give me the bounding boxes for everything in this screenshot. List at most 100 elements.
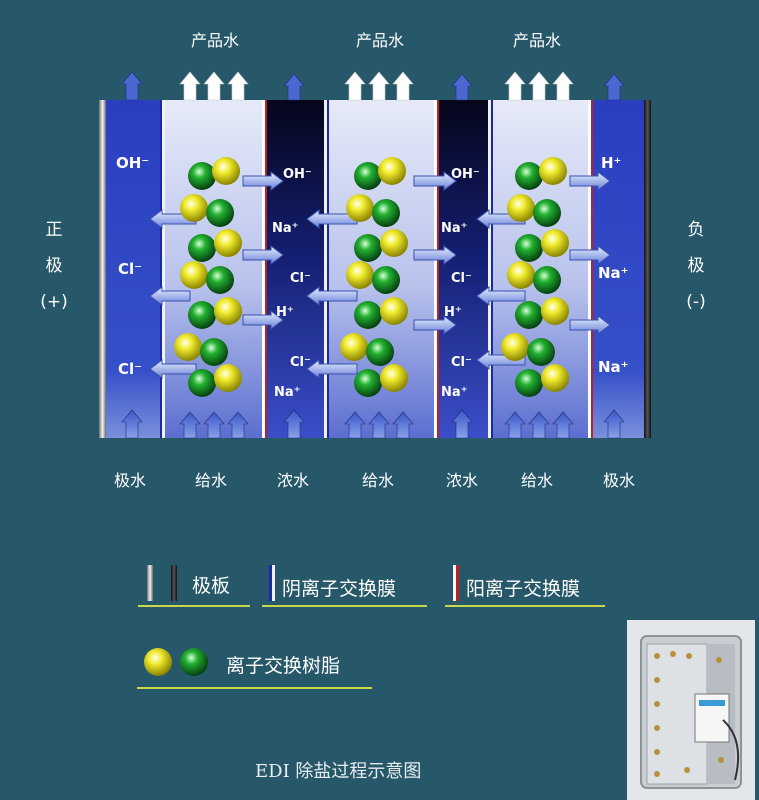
green-resin-bead [354, 234, 382, 262]
inlet-arrow [528, 411, 550, 439]
legend-plate-icon [147, 565, 177, 601]
product-water-label: 产品水 [513, 31, 562, 50]
legend-anion-membrane: 阴离子交换膜 [282, 578, 397, 600]
yellow-resin-bead [507, 194, 535, 222]
edi-module-photo [627, 620, 755, 800]
green-resin-bead [354, 369, 382, 397]
migration-arrow [413, 171, 457, 191]
migration-arrow [242, 310, 284, 330]
ion-label: Cl⁻ [451, 355, 472, 370]
inlet-label: 浓水 [446, 471, 479, 490]
inlet-arrow [451, 409, 473, 439]
ion-label: Cl⁻ [118, 260, 142, 278]
green-resin-bead [515, 369, 543, 397]
product-arrow [344, 71, 366, 101]
product-arrow [528, 71, 550, 101]
ion-label: Cl⁻ [451, 271, 472, 286]
yellow-resin-bead [180, 261, 208, 289]
product-arrow [203, 71, 225, 101]
yellow-resin-bead [174, 333, 202, 361]
cathode-plate [644, 100, 651, 438]
yellow-resin-bead [539, 157, 567, 185]
yellow-resin-bead [214, 364, 242, 392]
inlet-label: 极水 [603, 471, 636, 490]
yellow-resin-bead [541, 297, 569, 325]
ion-label: Na⁺ [598, 264, 629, 282]
ion-label: H⁺ [444, 305, 462, 320]
green-resin-bead [515, 162, 543, 190]
inlet-arrow [504, 411, 526, 439]
migration-arrow [569, 315, 611, 335]
migration-arrow [476, 286, 526, 306]
product-arrow [368, 71, 390, 101]
ion-label: Na⁺ [272, 221, 299, 236]
green-resin-bead [515, 301, 543, 329]
legend-underline [445, 605, 605, 607]
inlet-label: 浓水 [277, 471, 310, 490]
inlet-arrow [603, 409, 625, 439]
inlet-label: 给水 [521, 471, 554, 490]
cation-membrane [262, 100, 267, 438]
cation-membrane [434, 100, 439, 438]
ion-label: Cl⁻ [290, 355, 311, 370]
outlet-arrow [283, 73, 305, 101]
concentrate-channel-2 [436, 100, 490, 438]
legend-underline [138, 605, 250, 607]
legend-yellow-resin-icon [144, 648, 172, 676]
anion-membrane [160, 100, 165, 438]
legend-anion-membrane-icon [269, 565, 275, 601]
inlet-arrow [227, 411, 249, 439]
cathode-channel [590, 100, 644, 438]
anode-label: 正 极 (+) [40, 220, 68, 312]
ion-label: OH⁻ [283, 167, 312, 182]
migration-arrow [413, 315, 457, 335]
product-arrow [504, 71, 526, 101]
yellow-resin-bead [380, 364, 408, 392]
migration-arrow [569, 171, 611, 191]
ion-label: Cl⁻ [290, 271, 311, 286]
green-resin-bead [533, 199, 561, 227]
yellow-resin-bead [501, 333, 529, 361]
yellow-resin-bead [380, 229, 408, 257]
inlet-label: 给水 [195, 471, 228, 490]
inlet-label: 极水 [114, 471, 147, 490]
outlet-arrow [451, 73, 473, 101]
inlet-arrow [344, 411, 366, 439]
migration-arrow [242, 171, 284, 191]
yellow-resin-bead [346, 261, 374, 289]
ion-label: OH⁻ [116, 154, 149, 172]
yellow-resin-bead [212, 157, 240, 185]
legend-underline [262, 605, 427, 607]
migration-arrow [413, 245, 457, 265]
legend-cation-membrane-icon [453, 565, 459, 601]
anode-channel [106, 100, 164, 438]
yellow-resin-bead [180, 194, 208, 222]
ion-label: Na⁺ [441, 221, 468, 236]
migration-arrow [306, 359, 358, 379]
inlet-arrow [179, 411, 201, 439]
product-arrow [227, 71, 249, 101]
yellow-resin-bead [340, 333, 368, 361]
legend-cation-membrane: 阳离子交换膜 [466, 578, 581, 600]
green-resin-bead [206, 199, 234, 227]
green-resin-bead [372, 266, 400, 294]
green-resin-bead [354, 162, 382, 190]
green-resin-bead [200, 338, 228, 366]
product-arrow [552, 71, 574, 101]
ion-label: H⁺ [601, 154, 621, 172]
green-resin-bead [188, 301, 216, 329]
inlet-arrow [552, 411, 574, 439]
concentrate-channel-1 [264, 100, 326, 438]
yellow-resin-bead [507, 261, 535, 289]
product-arrow [179, 71, 201, 101]
ion-label: Na⁺ [441, 385, 468, 400]
ion-label: Cl⁻ [118, 360, 142, 378]
legend-underline [137, 687, 372, 689]
green-resin-bead [366, 338, 394, 366]
inlet-label: 给水 [362, 471, 395, 490]
yellow-resin-bead [378, 157, 406, 185]
migration-arrow [149, 359, 197, 379]
migration-arrow [306, 286, 358, 306]
green-resin-bead [206, 266, 234, 294]
inlet-arrow [283, 409, 305, 439]
